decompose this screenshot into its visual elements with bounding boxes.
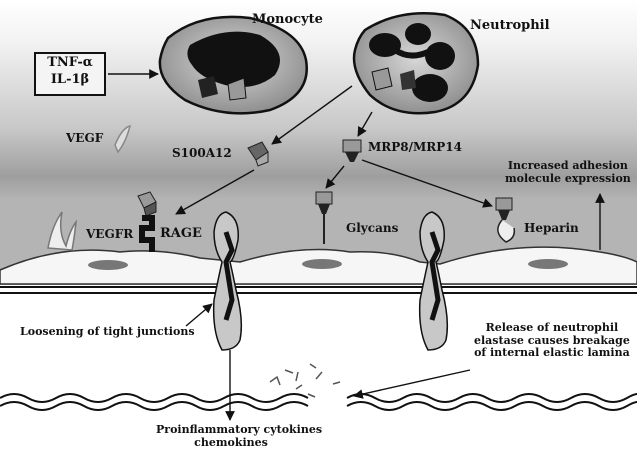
vegfr-label: VEGFR [86, 228, 133, 242]
elastase-label: Release of neutrophil elastase causes br… [474, 322, 630, 360]
endothelial-nucleus-1 [88, 260, 128, 270]
monocyte-label: Monocyte [252, 13, 323, 28]
heparin-label: Heparin [524, 222, 579, 236]
cytokines-label: Proinflammatory cytokines chemokines [156, 424, 306, 449]
rage-label: RAGE [160, 227, 202, 242]
adhesion-line-2: molecule expression [505, 173, 631, 186]
vegf-label: VEGF [66, 132, 103, 146]
tight-junctions-label: Loosening of tight junctions [20, 326, 195, 339]
neutrophil-label: Neutrophil [470, 19, 550, 34]
endothelial-nucleus-2 [302, 259, 342, 269]
monocyte-cell [160, 17, 307, 113]
il1-label: IL-1β [36, 71, 104, 88]
cytokine-box: TNF-α IL-1β [34, 52, 106, 96]
cytokines-line-2: chemokines [156, 437, 306, 450]
tnf-label: TNF-α [36, 54, 104, 71]
adhesion-line-1: Increased adhesion [505, 160, 631, 173]
elastase-line-1: Release of neutrophil [474, 322, 630, 335]
neutrophil-cell [354, 13, 478, 113]
glycans-label: Glycans [346, 222, 398, 236]
adhesion-label: Increased adhesion molecule expression [505, 160, 631, 185]
mrp-label: MRP8/MRP14 [368, 141, 462, 155]
s100a12-label: S100A12 [172, 147, 232, 161]
endothelial-nucleus-3 [528, 259, 568, 269]
cytokines-line-1: Proinflammatory cytokines [156, 424, 306, 437]
elastase-line-3: of internal elastic lamina [474, 347, 630, 360]
